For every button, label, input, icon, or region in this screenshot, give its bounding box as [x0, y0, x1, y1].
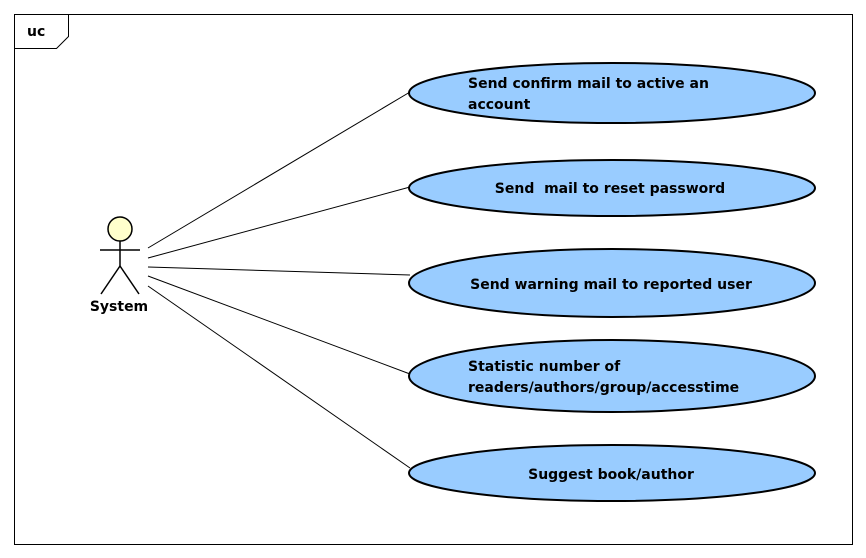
association-line-4 [147, 275, 411, 375]
use-case-label-line-1: Send warning mail to reported user [470, 277, 752, 293]
use-case-reset-password-mail[interactable]: Send mail to reset password [408, 159, 816, 217]
use-case-statistic-number[interactable]: Statistic number of readers/authors/grou… [408, 339, 816, 413]
frame-label-tab [14, 14, 69, 49]
use-case-ellipse [408, 444, 816, 502]
use-case-label-line-1: Suggest book/author [528, 467, 694, 483]
association-line-1 [147, 91, 411, 249]
use-case-ellipse [408, 62, 816, 124]
association-line-2 [147, 186, 411, 259]
use-case-ellipse [408, 159, 816, 217]
use-case-warning-mail[interactable]: Send warning mail to reported user [408, 248, 816, 318]
diagram-frame: uc [14, 14, 853, 545]
association-line-5 [147, 285, 411, 469]
associations [147, 91, 411, 469]
frame-border [14, 14, 853, 545]
use-case-suggest-book-author[interactable]: Suggest book/author [408, 444, 816, 502]
use-case-send-confirm-mail[interactable]: Send confirm mail to active an account [408, 62, 816, 124]
actor-left-leg [100, 265, 121, 295]
actor-name: System [90, 299, 148, 315]
use-case-label-line-1: Send mail to reset password [495, 181, 725, 197]
use-case-ellipse [408, 248, 816, 318]
actor-head [107, 216, 133, 242]
use-case-label-line-2: readers/authors/group/accesstime [468, 380, 739, 396]
actor-right-leg [119, 265, 140, 295]
use-case-ellipse [408, 339, 816, 413]
use-case-label-line-2: account [468, 97, 531, 113]
use-case-label-line-1: Statistic number of [468, 359, 621, 375]
actor-system[interactable]: System [90, 216, 148, 315]
frame-label: uc [27, 24, 45, 40]
association-line-3 [147, 266, 411, 276]
use-case-label-line-1: Send confirm mail to active an [468, 76, 709, 92]
